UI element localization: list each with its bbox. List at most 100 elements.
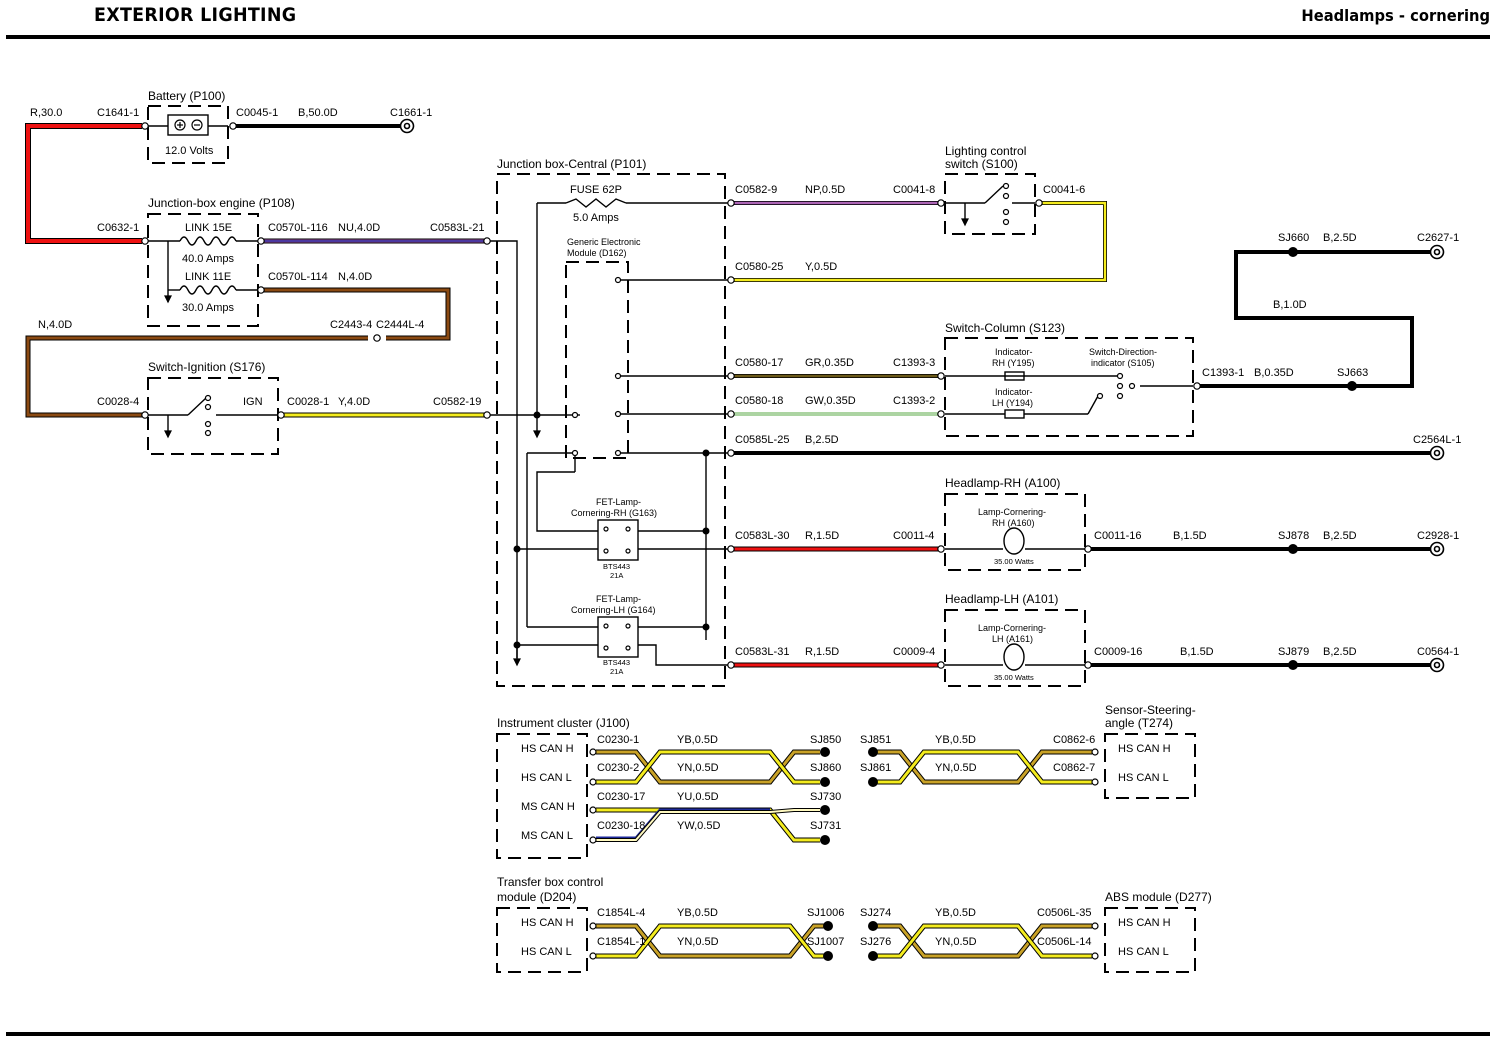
- lamp-rh-watts: 35.00 Watts: [994, 557, 1034, 566]
- label-sj861: SJ861: [860, 762, 891, 774]
- headlamp-lh-title: Headlamp-LH (A101): [945, 592, 1058, 606]
- label-sj850: SJ850: [810, 734, 841, 746]
- label-sj860: SJ860: [810, 762, 841, 774]
- tb-pin-1: HS CAN L: [521, 946, 572, 958]
- label-yu05: YU,0.5D: [677, 791, 719, 803]
- wire-y05: [734, 201, 1107, 282]
- label-c0230-17: C0230-17: [597, 791, 645, 803]
- lighting-switch-box: [944, 173, 1036, 235]
- label-c2928: C2928-1: [1417, 530, 1459, 542]
- switch-column-box: [944, 337, 1194, 437]
- label-sj1007: SJ1007: [807, 936, 844, 948]
- fet-lh-amps: 21A: [610, 667, 623, 676]
- sensor-steering-box: [1104, 733, 1196, 799]
- link15-label: LINK 15E: [185, 222, 232, 234]
- label-sj730: SJ730: [810, 791, 841, 803]
- ind-lh-2: LH (Y194): [992, 398, 1033, 408]
- gem-title-2: Module (D162): [567, 248, 627, 258]
- label-c0011-16: C0011-16: [1094, 530, 1142, 542]
- wire-n40-lower: [26, 336, 368, 417]
- label-c0580-18: C0580-18: [735, 395, 783, 407]
- label-c0009-16: C0009-16: [1094, 646, 1142, 658]
- indicator-lh-resistor: [1004, 409, 1025, 419]
- link11-label: LINK 11E: [185, 271, 231, 283]
- tb-pin-0: HS CAN H: [521, 917, 574, 929]
- lamp-lh-bulb: [1003, 643, 1025, 671]
- label-y40: Y,4.0D: [338, 396, 370, 408]
- fet-rh-title-2: Cornering-RH (G163): [571, 508, 657, 518]
- transfer-box-title-1: Transfer box control: [497, 875, 603, 889]
- label-b25-a: B,2.5D: [1323, 232, 1357, 244]
- ic-pin-3: MS CAN L: [521, 830, 573, 842]
- label-c0041-8: C0041-8: [893, 184, 935, 196]
- ignition-switch-blade: [187, 397, 207, 416]
- instrument-cluster-title: Instrument cluster (J100): [497, 716, 630, 730]
- wire-y05-outline: [734, 201, 1107, 282]
- splice-sj879: [1288, 660, 1298, 670]
- label-yw05: YW,0.5D: [677, 820, 720, 832]
- label-yn05-d: YN,0.5D: [935, 936, 977, 948]
- ind-rh-1: Indicator-: [995, 347, 1033, 357]
- label-c0506-14: C0506L-14: [1037, 936, 1091, 948]
- headlamp-rh-title: Headlamp-RH (A100): [945, 476, 1060, 490]
- ignition-title: Switch-Ignition (S176): [148, 360, 265, 374]
- label-sj1006: SJ1006: [807, 907, 844, 919]
- jb-central-box: [496, 173, 726, 687]
- ind-rh-2: RH (Y195): [992, 358, 1035, 368]
- label-c0583-31: C0583L-31: [735, 646, 789, 658]
- page-header: EXTERIOR LIGHTING Headlamps - cornering: [0, 0, 1512, 44]
- label-c0230-1: C0230-1: [597, 734, 639, 746]
- label-c1854-1: C1854L-1: [597, 936, 645, 948]
- battery-rating: 12.0 Volts: [165, 145, 214, 157]
- label-c1393-3: C1393-3: [893, 357, 935, 369]
- label-c1641: C1641-1: [97, 107, 139, 119]
- label-b15-a: B,1.5D: [1173, 530, 1207, 542]
- fet-lh-bts: BTS443: [603, 658, 630, 667]
- abs-pin-1: HS CAN L: [1118, 946, 1169, 958]
- fusible-link-15e: [179, 236, 237, 246]
- label-c0011-4: C0011-4: [893, 530, 934, 542]
- transfer-box-box: [496, 907, 588, 973]
- ign-label: IGN: [243, 396, 263, 408]
- section-title: EXTERIOR LIGHTING: [94, 4, 297, 26]
- lighting-switch-title-1: Lighting control: [945, 144, 1026, 158]
- lamp-lh-watts: 35.00 Watts: [994, 673, 1034, 682]
- label-sj660: SJ660: [1278, 232, 1309, 244]
- fuse-rating: 5.0 Amps: [573, 212, 619, 224]
- label-c0009-4: C0009-4: [893, 646, 935, 658]
- sensor-steering-title-1: Sensor-Steering-: [1105, 703, 1196, 717]
- label-c0862-7: C0862-7: [1053, 762, 1095, 774]
- fuse-label: FUSE 62P: [570, 184, 622, 196]
- diagram-subtitle: Headlamps - cornering: [1301, 6, 1490, 25]
- label-c0041-6: C0041-6: [1043, 184, 1085, 196]
- battery-title: Battery (P100): [148, 89, 225, 103]
- label-c0570-114: C0570L-114: [268, 271, 328, 283]
- label-yb05-d: YB,0.5D: [935, 907, 976, 919]
- label-c0580-25: C0580-25: [735, 261, 783, 273]
- wire-b10: [1200, 250, 1414, 388]
- label-c0583-30: C0583L-30: [735, 530, 789, 542]
- ground-arrow-ign: [164, 430, 172, 439]
- fet-lh-title-1: FET-Lamp-: [596, 594, 641, 604]
- label-b50: B,50.0D: [298, 107, 338, 119]
- label-sj663: SJ663: [1337, 367, 1368, 379]
- label-r15-a: R,1.5D: [805, 530, 839, 542]
- label-c0582-9: C0582-9: [735, 184, 777, 196]
- headlamp-lh-box: [944, 609, 1086, 687]
- label-b10: B,1.0D: [1273, 299, 1307, 311]
- ss-pin-1: HS CAN L: [1118, 772, 1169, 784]
- ground-arrow-jbc: [533, 430, 541, 439]
- label-c2444: C2444L-4: [376, 319, 424, 331]
- ss-pin-0: HS CAN H: [1118, 743, 1171, 755]
- label-b25-d: B,2.5D: [1323, 646, 1357, 658]
- label-y05: Y,0.5D: [805, 261, 837, 273]
- label-r30: R,30.0: [30, 107, 62, 119]
- label-sj274: SJ274: [860, 907, 891, 919]
- label-n40-b: N,4.0D: [38, 319, 72, 331]
- fet-lh-symbol: [597, 616, 639, 658]
- sdi-2: indicator (S105): [1091, 358, 1155, 368]
- label-c0570-116: C0570L-116: [268, 222, 328, 234]
- fet-rh-bts: BTS443: [603, 562, 630, 571]
- jb-engine-title: Junction-box engine (P108): [148, 196, 295, 210]
- sensor-steering-title-2: angle (T274): [1105, 716, 1173, 730]
